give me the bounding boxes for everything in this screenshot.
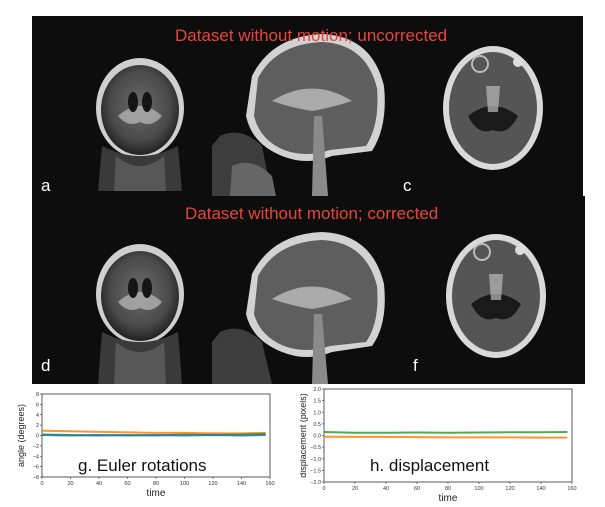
euler-ytick-label: 8 bbox=[36, 392, 39, 398]
euler-ytick-label: 6 bbox=[36, 402, 39, 408]
sagittal-brain-image-corrected bbox=[212, 196, 398, 384]
euler-rotations-title: g. Euler rotations bbox=[78, 456, 207, 475]
mri-panel-c: c bbox=[398, 16, 583, 196]
displacement-chart: 0 20 40 60 80 100 120 140 160 2.0 1.5 1.0 0.5 0.0 −0.5… bbox=[298, 386, 605, 504]
displacement-ytick-label: 0.5 bbox=[313, 422, 321, 428]
displacement-ytick-label: −2.0 bbox=[310, 480, 321, 486]
displacement-ytick-label: 1.0 bbox=[313, 410, 321, 416]
displacement-xtick-label: 100 bbox=[474, 486, 483, 492]
euler-xtick-label: 140 bbox=[237, 481, 246, 487]
axial-brain-image bbox=[398, 16, 583, 196]
euler-ytick-label: −6 bbox=[33, 465, 39, 471]
mri-panel-f: f bbox=[398, 196, 585, 384]
euler-series-line-2 bbox=[41, 434, 266, 437]
displacement-ytick-label: 2.0 bbox=[313, 387, 321, 393]
euler-series-line-0 bbox=[41, 429, 266, 435]
euler-xtick-label: 0 bbox=[40, 481, 43, 487]
displacement-series-line-0 bbox=[323, 431, 568, 434]
displacement-xtick-label: 0 bbox=[322, 486, 325, 492]
displacement-xlabel: time bbox=[439, 493, 458, 502]
displacement-ytick-label: −1.5 bbox=[310, 468, 321, 474]
euler-xtick-label: 40 bbox=[96, 481, 102, 487]
euler-ytick-label: −8 bbox=[33, 475, 39, 481]
euler-xtick-label: 160 bbox=[265, 481, 274, 487]
euler-ytick-label: −2 bbox=[33, 444, 39, 450]
displacement-xtick-label: 60 bbox=[414, 486, 420, 492]
mri-panel-b: b bbox=[212, 16, 398, 196]
euler-ytick-label: −4 bbox=[33, 454, 39, 460]
displacement-ytick-label: −0.5 bbox=[310, 445, 321, 451]
mri-panel-e: e bbox=[212, 196, 398, 384]
displacement-xtick-label: 120 bbox=[505, 486, 514, 492]
euler-xtick-label: 60 bbox=[124, 481, 130, 487]
panel-label-d: d bbox=[41, 356, 51, 375]
axial-brain-image-corrected bbox=[398, 196, 585, 384]
euler-xtick-label: 120 bbox=[208, 481, 217, 487]
displacement-ytick-label: 1.5 bbox=[313, 399, 321, 405]
displacement-ytick-label: −1.0 bbox=[310, 457, 321, 463]
displacement-xtick-label: 40 bbox=[383, 486, 389, 492]
coronal-brain-image bbox=[32, 16, 212, 196]
displacement-xtick-label: 160 bbox=[567, 486, 576, 492]
mri-panel-d: d bbox=[32, 196, 212, 384]
euler-xtick-label: 20 bbox=[67, 481, 73, 487]
displacement-plot: 0 20 40 60 80 100 120 140 160 2.0 1.5 1.0 0.5 0.0 −0.5… bbox=[298, 387, 577, 504]
displacement-xtick-label: 20 bbox=[352, 486, 358, 492]
displacement-xtick-label: 80 bbox=[445, 486, 451, 492]
mri-panel-a: a bbox=[32, 16, 212, 196]
displacement-title: h. displacement bbox=[370, 456, 490, 475]
displacement-xtick-label: 140 bbox=[536, 486, 545, 492]
panel-label-f: f bbox=[413, 356, 418, 375]
uncorrected-title: Dataset without motion; uncorrected bbox=[175, 26, 448, 45]
panel-label-c: c bbox=[403, 176, 412, 195]
corrected-title: Dataset without motion; corrected bbox=[185, 204, 439, 223]
euler-xlabel: time bbox=[147, 488, 166, 499]
displacement-ytick-label: 0.0 bbox=[313, 434, 321, 440]
euler-ylabel: angle (degrees) bbox=[16, 404, 26, 467]
panel-label-a: a bbox=[41, 176, 51, 195]
coronal-brain-image-corrected bbox=[32, 196, 212, 384]
sagittal-brain-image bbox=[212, 16, 398, 196]
euler-ytick-label: 2 bbox=[36, 423, 39, 429]
displacement-ylabel: displacement (pixels) bbox=[300, 393, 308, 478]
euler-xtick-label: 100 bbox=[180, 481, 189, 487]
euler-ytick-label: 4 bbox=[36, 413, 39, 419]
displacement-series-line-1 bbox=[323, 435, 568, 439]
euler-xtick-label: 80 bbox=[153, 481, 159, 487]
euler-ytick-label: 0 bbox=[36, 434, 39, 440]
